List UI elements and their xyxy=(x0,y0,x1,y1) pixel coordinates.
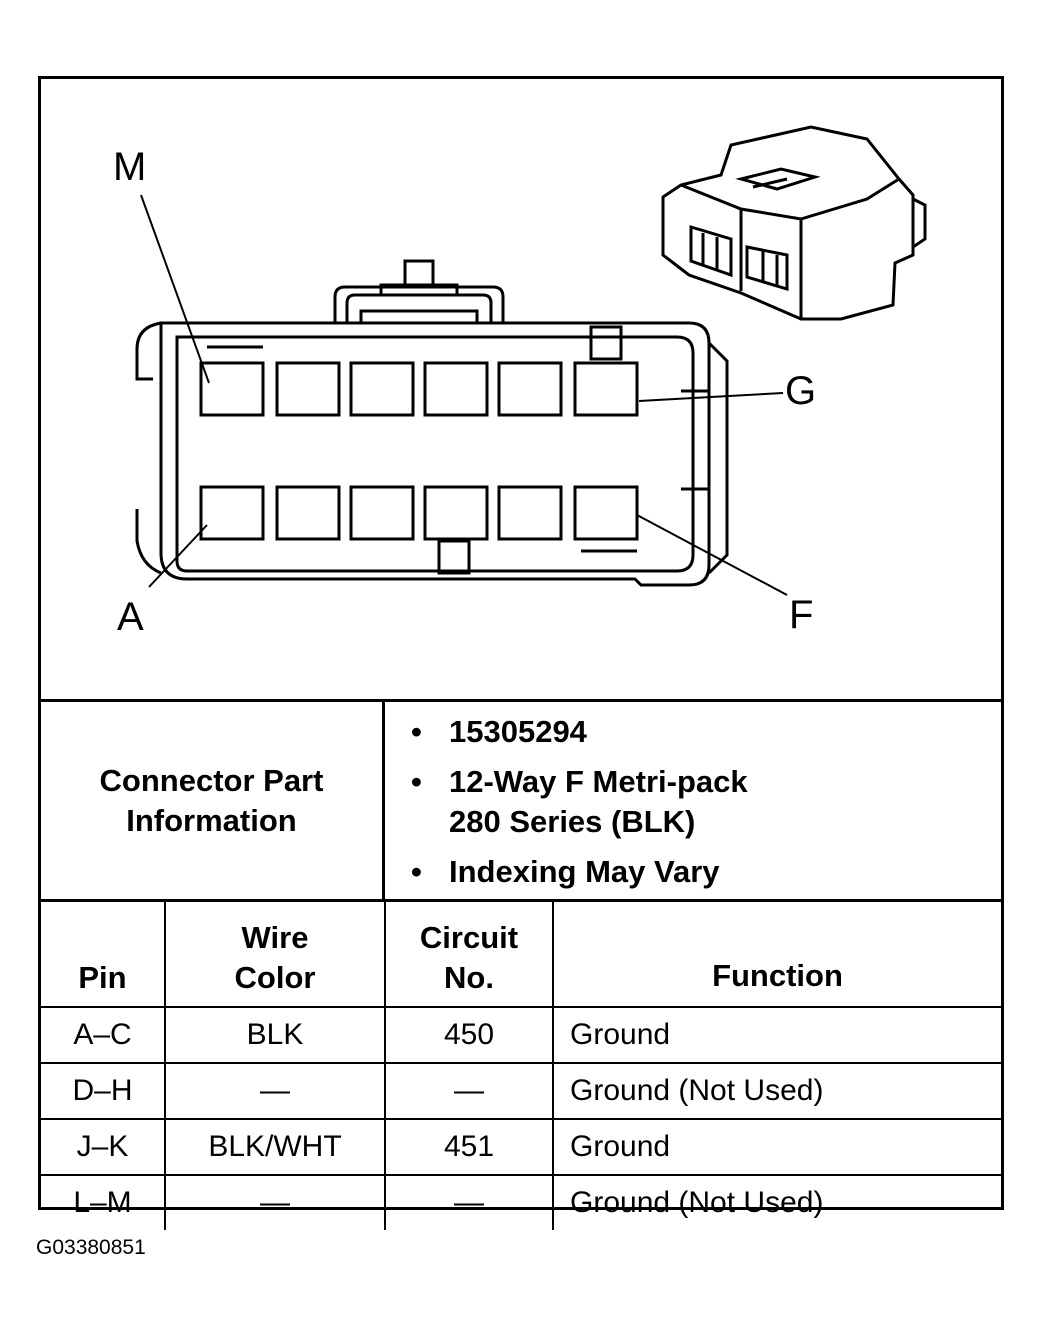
connector-info-section: Connector Part Information 15305294 12-W… xyxy=(41,699,1001,899)
table-row: D–H — — Ground (Not Used) xyxy=(41,1062,1001,1119)
connector-type-line1: 12-Way F Metri-pack xyxy=(449,764,748,799)
pin-table-header: Pin Wire Color Circuit No. Function xyxy=(41,902,1001,1007)
cell-wire-color: BLK xyxy=(164,1006,385,1063)
connector-type-line2: 280 Series (BLK) xyxy=(449,804,696,839)
connector-info-details: 15305294 12-Way F Metri-pack 280 Series … xyxy=(385,702,1001,899)
cell-function: Ground xyxy=(552,1006,1001,1063)
connector-info-heading: Connector Part Information xyxy=(41,702,385,899)
cell-function: Ground (Not Used) xyxy=(552,1062,1001,1119)
part-number: 15305294 xyxy=(411,712,587,752)
table-row: L–M — — Ground (Not Used) xyxy=(41,1174,1001,1230)
cell-circuit: — xyxy=(384,1062,553,1119)
cell-pin: A–C xyxy=(41,1006,165,1063)
pin-label-a: A xyxy=(117,595,144,639)
connector-info-heading-line2: Information xyxy=(126,802,297,838)
cell-pin: L–M xyxy=(41,1174,165,1230)
connector-diagram: M G A F xyxy=(41,79,1001,699)
pin-label-f: F xyxy=(789,593,814,637)
connector-info-heading-line1: Connector Part xyxy=(99,762,324,798)
figure-id: G03380851 xyxy=(36,1236,146,1259)
cell-pin: D–H xyxy=(41,1062,165,1119)
connector-face-drawing xyxy=(135,125,927,596)
pin-label-m: M xyxy=(113,145,147,189)
table-row: J–K BLK/WHT 451 Ground xyxy=(41,1118,1001,1175)
pin-label-g: G xyxy=(785,369,817,413)
cell-function: Ground xyxy=(552,1118,1001,1175)
cell-circuit: 451 xyxy=(384,1118,553,1175)
header-wire-color: Wire Color xyxy=(164,902,385,1007)
cell-circuit: 450 xyxy=(384,1006,553,1063)
header-function: Function xyxy=(552,902,1001,1007)
header-pin: Pin xyxy=(78,960,127,995)
connector-type: 12-Way F Metri-pack 280 Series (BLK) xyxy=(411,762,748,842)
cell-function: Ground (Not Used) xyxy=(552,1174,1001,1230)
cell-wire-color: — xyxy=(164,1174,385,1230)
diagram-frame: M G A F Connector Part Information 15305… xyxy=(38,76,1004,1230)
indexing-note: Indexing May Vary xyxy=(411,852,719,892)
cell-wire-color: BLK/WHT xyxy=(164,1118,385,1175)
pin-table: Pin Wire Color Circuit No. Function A–C … xyxy=(41,899,1001,1230)
header-circuit-no: Circuit No. xyxy=(384,902,553,1007)
cell-wire-color: — xyxy=(164,1062,385,1119)
cell-circuit: — xyxy=(384,1174,553,1230)
table-row: A–C BLK 450 Ground xyxy=(41,1006,1001,1063)
cell-pin: J–K xyxy=(41,1118,165,1175)
